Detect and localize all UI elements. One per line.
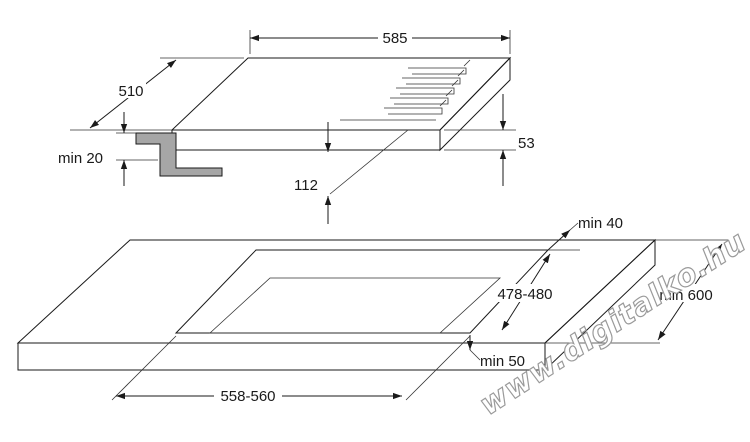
hob-front-face	[171, 129, 441, 151]
hob-top-surface	[170, 57, 512, 131]
hob-side-face	[439, 56, 511, 152]
cutout-inner	[208, 277, 502, 334]
worktop-top-face	[16, 239, 657, 344]
label-clearance: 112	[294, 177, 318, 194]
label-front-distance: min 50	[480, 353, 525, 370]
dim-cutout-width: 558-560	[111, 335, 471, 405]
dim-clearance-112: 112	[294, 122, 409, 224]
label-edge-distance: min 40	[578, 215, 623, 232]
watermark-text: www.digitalko.hu	[473, 224, 750, 423]
label-depth: 510	[118, 83, 143, 100]
dim-worktop-depth: min 600	[545, 239, 728, 344]
hob-controls	[340, 59, 471, 121]
label-cutout-width: 558-560	[220, 388, 275, 405]
cutout-outer	[174, 249, 550, 334]
label-worktop-depth: min 600	[659, 287, 712, 304]
label-height: 53	[518, 135, 535, 152]
worktop-drawing	[16, 238, 657, 372]
mounting-bracket	[135, 132, 223, 177]
dim-width-585: 585	[249, 28, 511, 54]
label-worktop-thickness: min 20	[58, 150, 103, 167]
dim-worktop-thickness: min 20	[58, 112, 158, 186]
dim-front-min50: min 50	[466, 335, 525, 370]
dim-cutout-depth: 478-480	[496, 249, 580, 331]
hob-drawing	[135, 56, 512, 177]
label-cutout-depth: 478-480	[497, 286, 552, 303]
worktop-side-face	[544, 238, 656, 372]
dim-height-53: 53	[444, 94, 535, 186]
worktop-front-face	[17, 342, 546, 371]
dim-depth-510: 510	[70, 57, 244, 131]
label-width: 585	[382, 30, 407, 47]
dim-edge-min40: min 40	[547, 215, 623, 251]
